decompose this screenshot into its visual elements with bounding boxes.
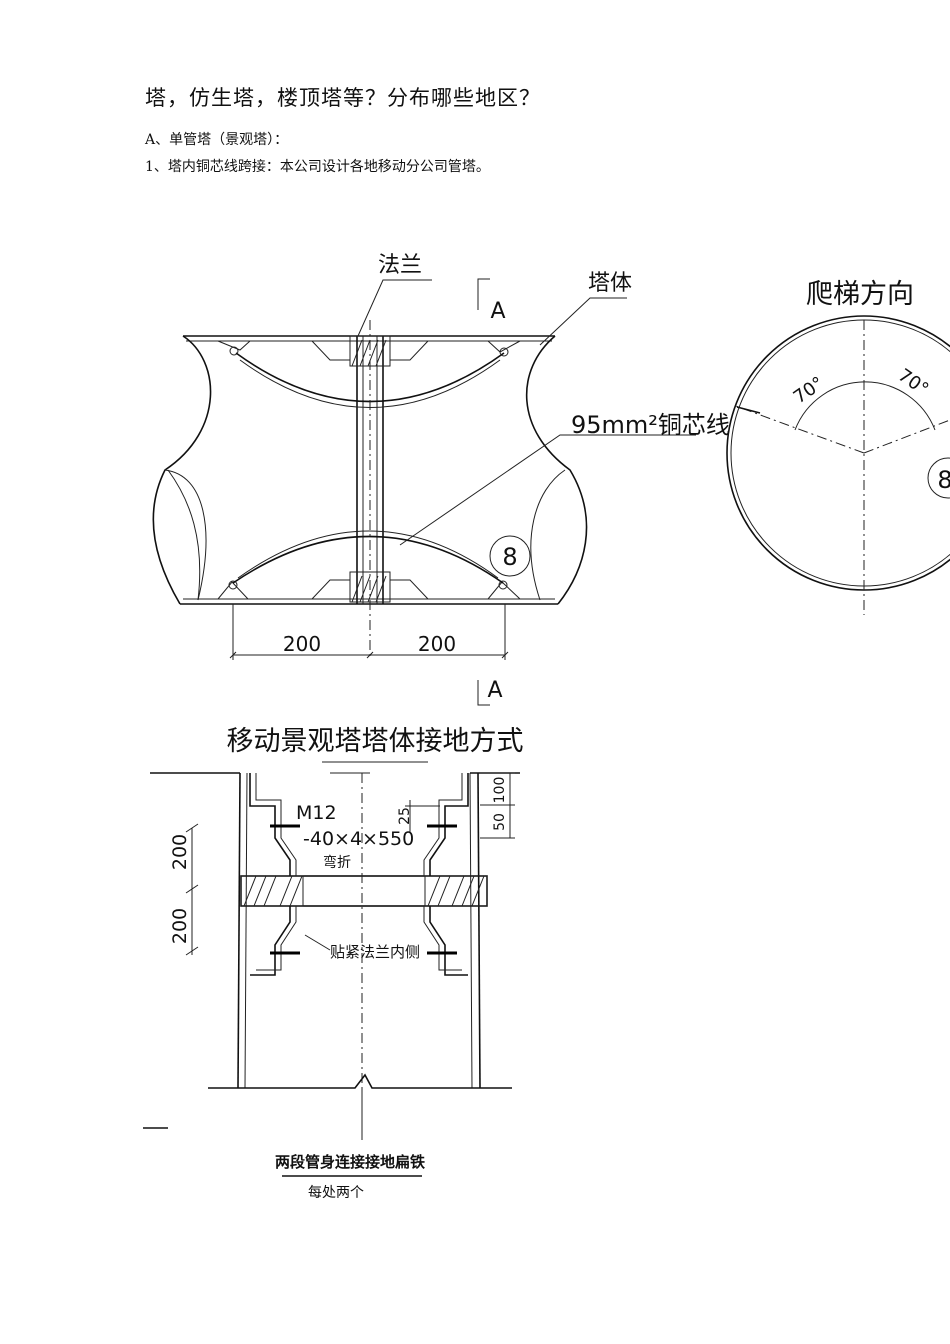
item-1-text: 1、塔内铜芯线跨接：本公司设计各地移动分公司管塔。 <box>145 159 490 175</box>
bend-label: 弯折 <box>323 854 351 871</box>
drawing-caption: 移动景观塔塔体接地方式 <box>227 726 524 757</box>
callout-8-circle: 8 <box>937 466 950 494</box>
section-a-title: A、单管塔（景观塔）： <box>145 132 289 148</box>
wire-label: 95mm²铜芯线 <box>571 411 730 439</box>
dim-lower-200: 200 <box>169 908 191 944</box>
detail-sub-caption: 每处两个 <box>308 1185 364 1201</box>
angle-left: 70° <box>790 373 828 409</box>
callout-8: 8 <box>502 543 517 571</box>
inner-side-label: 贴紧法兰内侧 <box>330 943 420 961</box>
flat-steel-label: -40×4×550 <box>303 828 414 850</box>
section-mark-bottom: A <box>487 678 502 703</box>
dim-left: 200 <box>283 632 321 656</box>
dim-right: 200 <box>418 632 456 656</box>
dim-100: 100 <box>492 777 508 804</box>
tower-body-label: 塔体 <box>588 271 632 296</box>
ladder-direction-title: 爬梯方向 <box>806 279 914 310</box>
flange-label: 法兰 <box>378 253 422 278</box>
dim-25: 25 <box>397 807 413 825</box>
dim-upper-200: 200 <box>169 834 191 870</box>
detail-caption: 两段管身连接接地扁铁 <box>275 1153 425 1171</box>
dim-50: 50 <box>492 813 508 831</box>
ladder-direction-drawing: 爬梯方向 70° 70° 8 <box>726 279 950 615</box>
grounding-detail-drawing: M12 -40×4×550 弯折 贴紧法兰内侧 200 200 100 50 2… <box>143 772 520 1201</box>
page-heading: 塔，仿生塔，楼顶塔等？分布哪些地区？ <box>145 86 541 110</box>
tower-section-drawing: 法兰 塔体 A A 95mm²铜芯线 8 200 200 移动景观塔塔体接地方式 <box>152 253 730 763</box>
section-mark-top: A <box>490 299 505 324</box>
angle-right: 70° <box>894 365 932 401</box>
bolt-label: M12 <box>296 802 337 824</box>
